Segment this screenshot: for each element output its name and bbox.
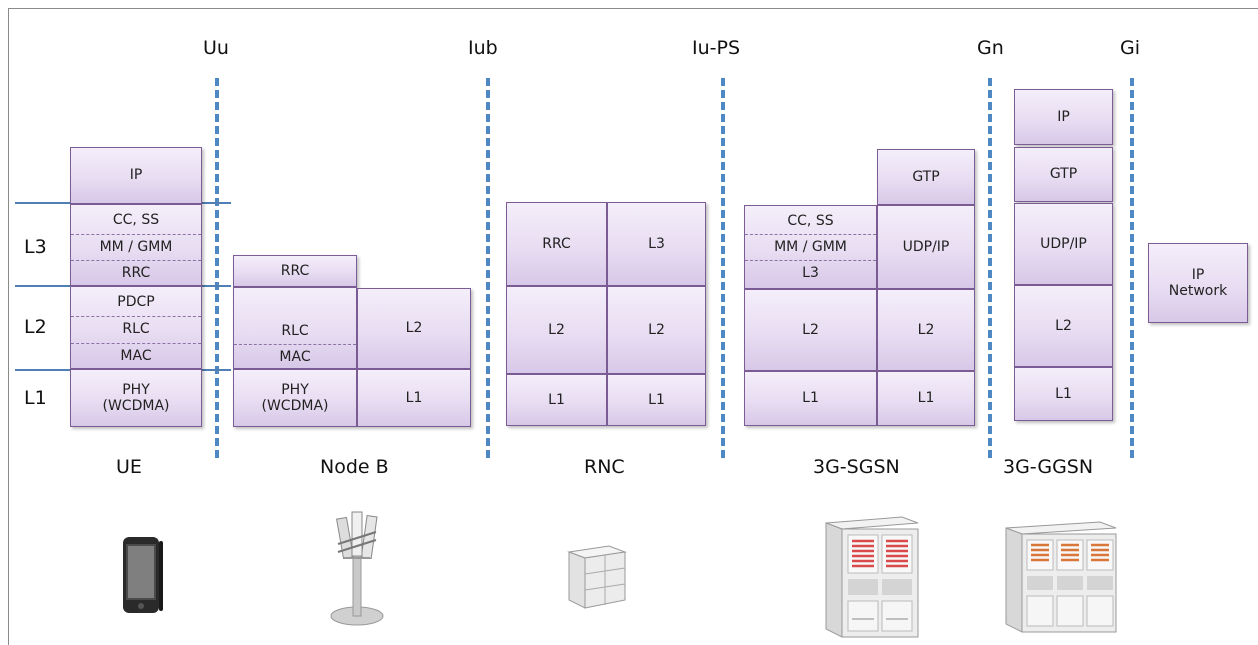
ue-phy-box: PHY (WCDMA) (70, 369, 202, 427)
sgsn-gtp-label: GTP (912, 168, 940, 185)
ggsn-l2-box: L2 (1014, 285, 1113, 367)
interface-label-uu: Uu (203, 37, 229, 59)
ggsn-udpip-box: UDP/IP (1014, 203, 1113, 285)
phone-icon (123, 537, 163, 613)
nodeb-l1-label: L1 (405, 389, 423, 406)
sgsn-l1-right-label: L1 (917, 390, 935, 407)
ggsn-l2-label: L2 (1055, 317, 1072, 334)
rnc-l2-left-label: L2 (548, 321, 565, 338)
rnc-rrc-label: RRC (542, 235, 571, 252)
layer-label-l1: L1 (24, 387, 47, 409)
rnc-l1-left-box: L1 (506, 374, 607, 426)
ip-network-label: IP Network (1168, 266, 1228, 299)
interface-label-iub: Iub (468, 37, 498, 59)
layer-label-l3: L3 (24, 236, 47, 258)
sgsn-cc-ss-label: CC, SS (787, 212, 834, 229)
nodeb-rlc-label: RLC (281, 322, 309, 339)
ggsn-l1-label: L1 (1055, 385, 1072, 402)
ue-rlc-label: RLC (122, 321, 150, 338)
nodeb-phy-label: PHY (WCDMA) (261, 381, 329, 414)
interface-divider-iub (486, 78, 490, 458)
sgsn-udpip-box: UDP/IP (877, 205, 975, 289)
rnc-l3-box: L3 (607, 202, 706, 286)
sgsn-l2-right-label: L2 (917, 321, 935, 338)
sgsn-l1-left-box: L1 (744, 371, 877, 426)
interface-label-gn: Gn (977, 37, 1004, 59)
rnc-l3-label: L3 (648, 235, 665, 252)
sgsn-mm-gmm-label: MM / GMM (774, 238, 847, 255)
sgsn-udpip-label: UDP/IP (902, 238, 950, 255)
ggsn-rack-icon (1005, 521, 1117, 633)
ue-mac-label: MAC (120, 347, 152, 364)
ue-cc-ss-label: CC, SS (112, 211, 160, 228)
rnc-l2-right-label: L2 (648, 321, 665, 338)
antenna-tower-icon (330, 511, 384, 626)
ue-phy-label: PHY (WCDMA) (102, 381, 170, 414)
nodeb-mac-label: MAC (279, 348, 311, 365)
node-label-3g-ggsn: 3G-GGSN (1003, 456, 1094, 478)
sgsn-l3-label: L3 (802, 264, 819, 281)
rnc-rrc-box: RRC (506, 202, 607, 286)
sgsn-l2-left-box: L2 (744, 289, 877, 371)
ggsn-ip-label: IP (1057, 108, 1070, 125)
nodeb-l1-box: L1 (357, 369, 471, 427)
diagram-frame (8, 8, 1258, 645)
layer-label-l2: L2 (24, 316, 47, 338)
interface-divider-uu (215, 78, 219, 458)
interface-label-iu-ps: Iu-PS (692, 37, 741, 59)
node-label-rnc: RNC (584, 456, 625, 478)
rnc-cabinet-icon (567, 545, 627, 609)
sgsn-l2-left-label: L2 (802, 321, 819, 338)
sgsn-l1-left-label: L1 (802, 390, 819, 407)
node-label-3g-sgsn: 3G-SGSN (813, 456, 900, 478)
nodeb-rrc-box: RRC (233, 255, 357, 287)
ggsn-l1-box: L1 (1014, 367, 1113, 421)
ggsn-gtp-box: GTP (1014, 147, 1113, 202)
ue-pdcp-label: PDCP (117, 294, 155, 311)
nodeb-rlc-mac-box: RLC MAC (233, 287, 357, 369)
node-label-node-b: Node B (320, 456, 389, 478)
ue-mm-gmm-label: MM / GMM (99, 238, 173, 255)
ue-rrc-label: RRC (121, 264, 151, 281)
rnc-l1-right-label: L1 (648, 391, 665, 408)
nodeb-l2-box: L2 (357, 288, 471, 369)
interface-divider-gi (1130, 78, 1134, 458)
ggsn-udpip-label: UDP/IP (1040, 235, 1087, 252)
ue-l2-box: PDCP RLC MAC (70, 286, 202, 369)
sgsn-l3-box: CC, SS MM / GMM L3 (744, 205, 877, 289)
ggsn-gtp-label: GTP (1049, 166, 1078, 183)
interface-divider-iu-ps (721, 78, 725, 458)
interface-divider-gn (988, 78, 992, 458)
nodeb-l2-label: L2 (405, 320, 423, 337)
rnc-l1-right-box: L1 (607, 374, 706, 426)
ue-l3-box: CC, SS MM / GMM RRC (70, 204, 202, 286)
ue-ip-label: IP (129, 167, 143, 184)
ggsn-ip-box: IP (1014, 89, 1113, 145)
ue-ip-box: IP (70, 147, 202, 204)
sgsn-l1-right-box: L1 (877, 371, 975, 426)
ip-network-box: IP Network (1148, 243, 1248, 323)
sgsn-l2-right-box: L2 (877, 289, 975, 371)
rnc-l2-left-box: L2 (506, 286, 607, 374)
interface-label-gi: Gi (1120, 37, 1141, 59)
nodeb-phy-box: PHY (WCDMA) (233, 369, 357, 427)
nodeb-rrc-label: RRC (280, 262, 310, 279)
rnc-l1-left-label: L1 (548, 391, 565, 408)
sgsn-gtp-box: GTP (877, 149, 975, 205)
sgsn-rack-icon (825, 516, 919, 638)
rnc-l2-right-box: L2 (607, 286, 706, 374)
node-label-ue: UE (116, 456, 142, 478)
